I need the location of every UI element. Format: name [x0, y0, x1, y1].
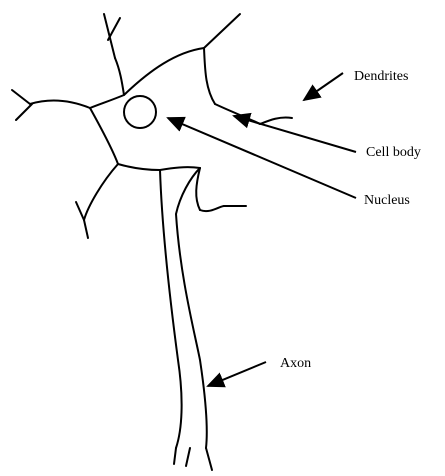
neuron-body-outline	[12, 14, 292, 470]
nucleus-label: Nucleus	[364, 193, 410, 208]
cell-body-label: Cell body	[366, 145, 421, 160]
axon-label: Axon	[280, 356, 311, 371]
dendrites-label: Dendrites	[354, 69, 408, 84]
nucleus	[124, 96, 156, 128]
